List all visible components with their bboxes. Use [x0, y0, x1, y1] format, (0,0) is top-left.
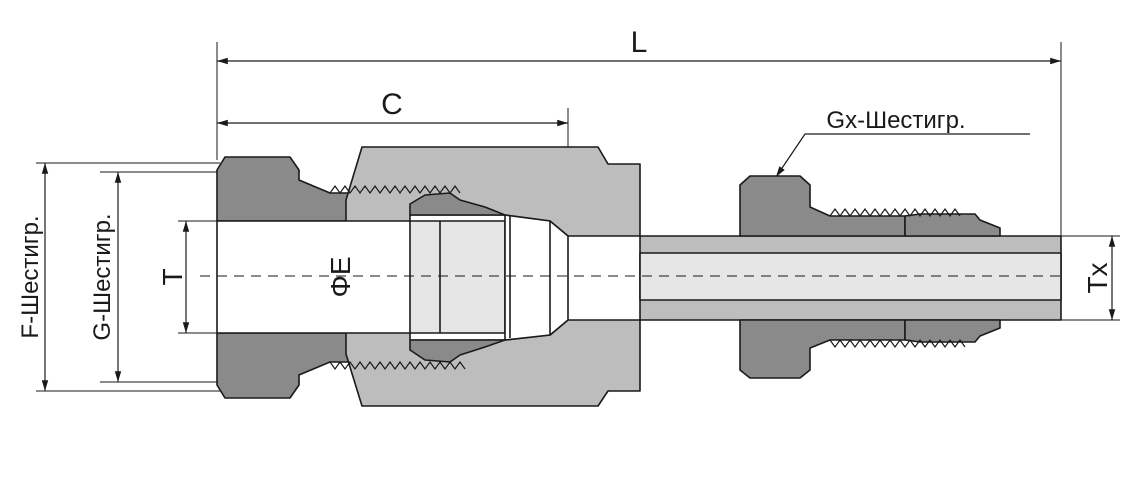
label-g-hex: G-Шестигр.	[89, 213, 116, 340]
label-t: T	[157, 268, 188, 285]
label-gx-hex: Gx-Шестигр.	[826, 107, 965, 134]
label-e: ΦE	[325, 256, 356, 297]
label-c: C	[381, 88, 403, 121]
labels: L C Gx-Шестигр. T ΦE Tx F-Шестигр. G-Шес…	[17, 26, 1113, 341]
left-ferrules	[409, 192, 506, 363]
threads	[329, 184, 966, 371]
gx-leader	[775, 133, 1030, 178]
label-tx: Tx	[1082, 262, 1113, 293]
label-f-hex: F-Шестигр.	[17, 215, 44, 338]
dimension-lines	[41, 57, 1116, 391]
label-l: L	[631, 26, 648, 59]
